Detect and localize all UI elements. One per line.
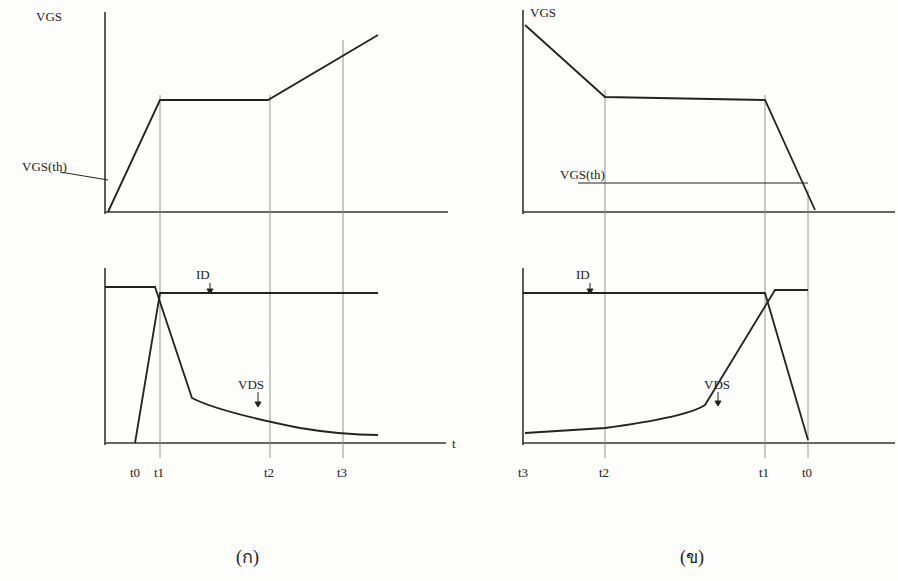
axis [523,442,895,444]
id-curve [135,293,378,443]
time-marker [270,95,271,458]
axis [523,211,895,213]
time-label: t3 [518,466,528,479]
threshold-line [578,183,808,184]
axis [105,442,446,444]
time-markers [160,40,808,458]
panel-label: (ข) [680,548,704,566]
threshold-label: VGS(th) [22,160,67,173]
time-label: t2 [599,466,609,479]
arrowhead [255,402,261,407]
waveforms [60,25,815,443]
arrowhead [587,289,593,294]
time-marker [343,40,344,458]
threshold-leader [60,172,108,180]
axis [104,12,106,214]
time-label: t3 [337,466,347,479]
vds-curve [105,287,378,435]
time-marker [765,95,766,458]
axis [522,268,524,445]
axis-label: VGS [530,6,556,19]
time-marker [160,95,161,458]
vds-curve [525,290,808,433]
panel-label: (ก) [236,548,259,566]
time-marker [808,190,809,458]
axis [522,10,524,214]
vgs-curve [525,25,815,210]
pointer-arrows [207,283,721,407]
signal-label: VDS [238,378,264,391]
axis [105,211,448,213]
signal-label: VDS [704,378,730,391]
time-label: t2 [264,466,274,479]
signal-label: ID [576,268,590,281]
axes [105,10,895,445]
arrowhead [715,401,721,406]
time-marker [605,90,606,458]
time-label: t1 [154,466,164,479]
axis-label: t [452,437,456,450]
vgs-curve [108,35,378,212]
threshold-label: VGS(th) [560,168,605,181]
axis-label: VGS [36,10,62,23]
axis [104,268,106,445]
time-label: t1 [759,466,769,479]
time-label: t0 [802,466,812,479]
time-label: t0 [130,466,140,479]
arrowhead [207,289,213,294]
signal-label: ID [196,268,210,281]
